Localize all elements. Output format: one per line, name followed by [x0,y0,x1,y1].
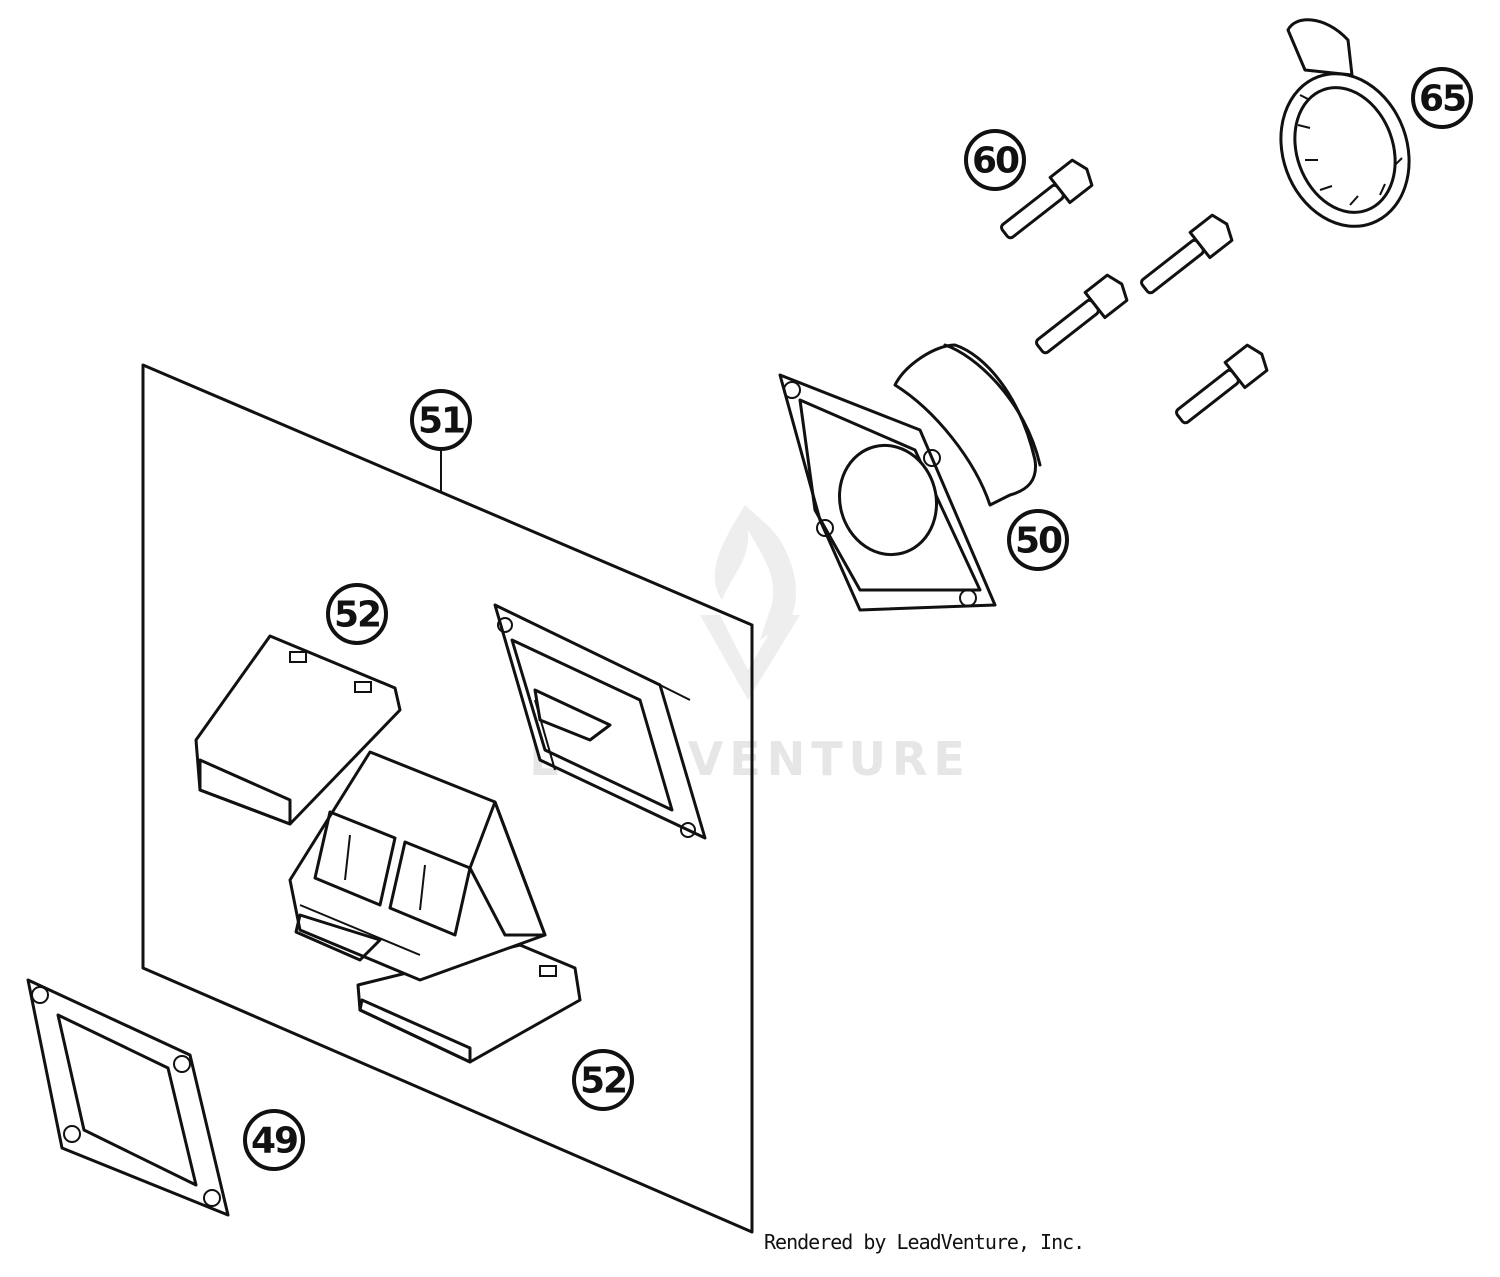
callout-circle [572,1049,634,1111]
callout-c49: 49 [243,1109,305,1171]
gasket-49 [26,978,230,1217]
callouts: 49 50 51 52 52 60 65 [243,67,1473,1171]
callout-c52a: 52 [326,583,388,645]
footer-credit: Rendered by LeadVenture, Inc. [764,1230,1085,1254]
callout-c65: 65 [1411,67,1473,129]
callout-label: 49 [251,1121,297,1162]
callout-circle [1007,509,1069,571]
callout-label: 52 [334,595,380,636]
callout-label: 51 [418,401,464,442]
callout-label: 50 [1015,521,1062,562]
reed-block [493,603,707,840]
callout-label: 52 [580,1061,626,1102]
reed-petal-52-upper [194,634,402,826]
callout-c52b: 52 [572,1049,634,1111]
callout-circle [326,583,388,645]
callout-circle [410,389,472,451]
callout-label: 65 [1419,79,1465,120]
callout-c60: 60 [964,129,1026,191]
assembly-panel [141,363,754,1234]
hose-clamp-65 [1279,18,1411,228]
callout-c50: 50 [1007,509,1069,571]
callout-circle [1411,67,1473,129]
bolts-60 [1000,158,1269,425]
intake-manifold-50 [778,343,1042,612]
callout-label: 60 [972,141,1019,182]
callout-c51: 51 [410,389,472,451]
reed-cage [288,750,547,982]
callout-circle [964,129,1026,191]
callout-circle [243,1109,305,1171]
